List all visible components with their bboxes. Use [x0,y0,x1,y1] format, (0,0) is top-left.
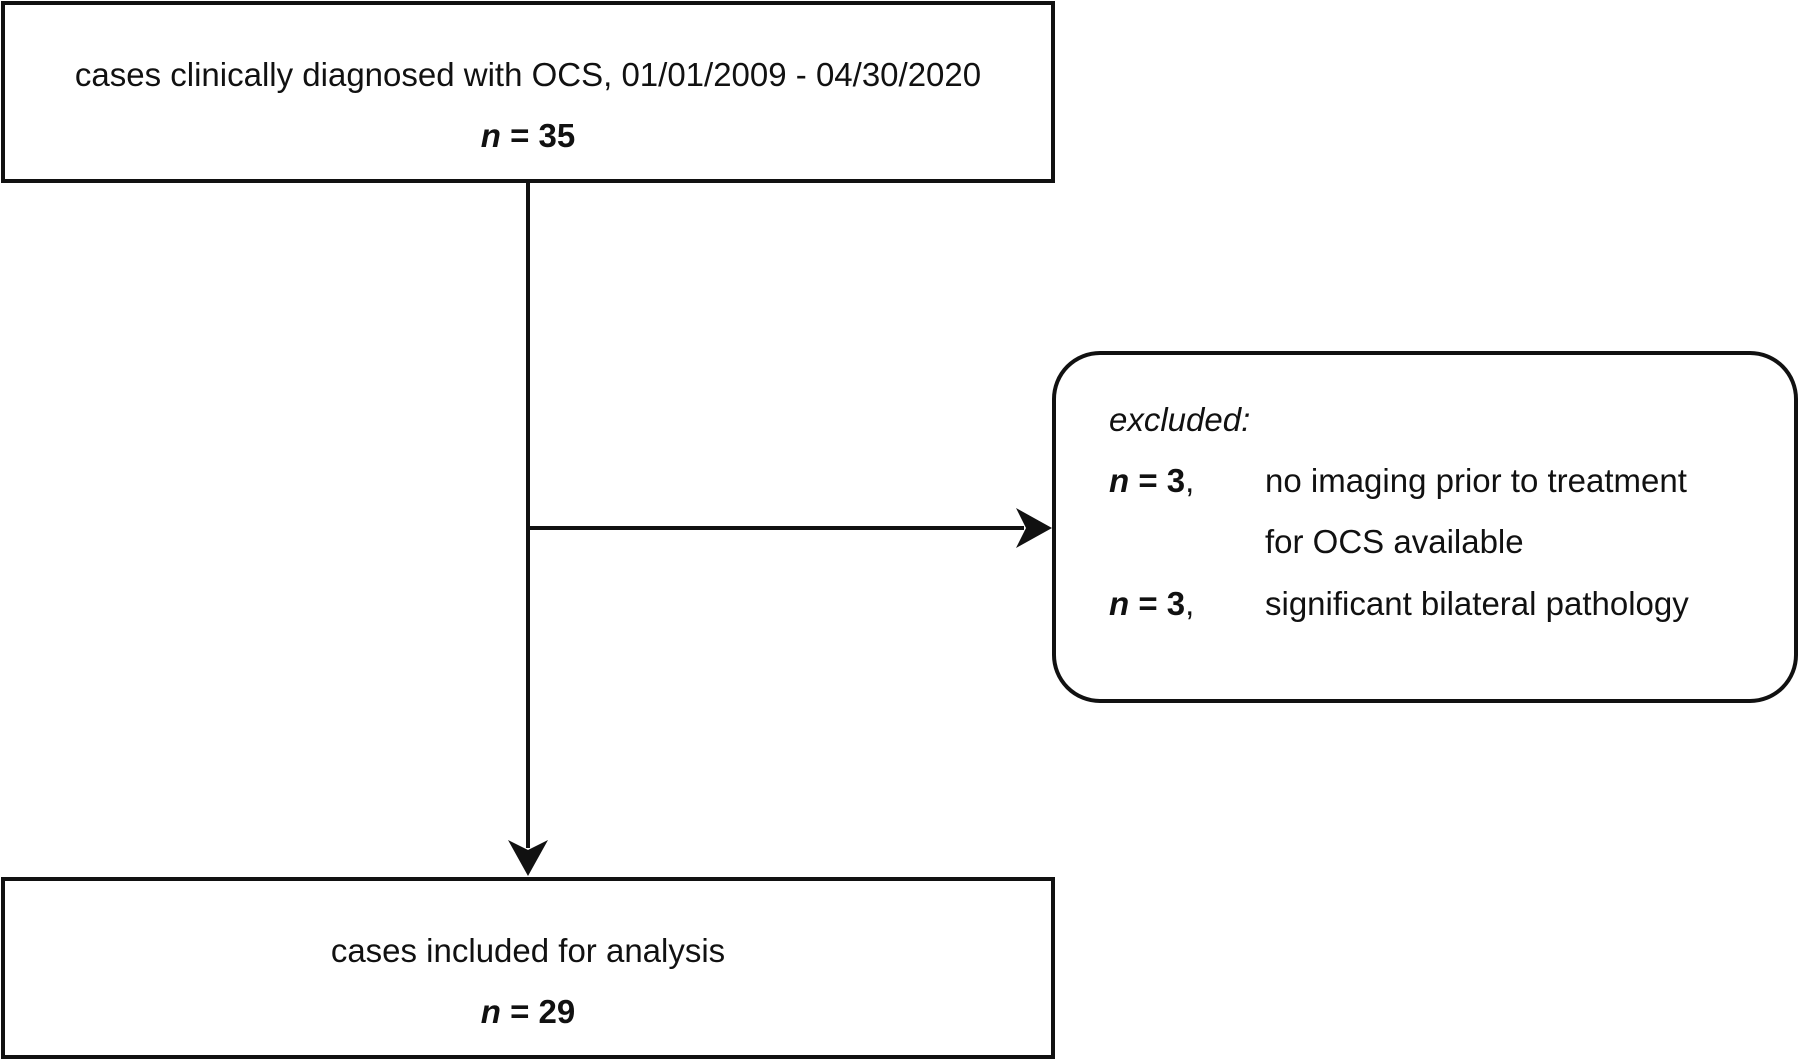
excluded-header: excluded: [1109,401,1251,438]
separator: , [1185,585,1195,622]
n-symbol: n [1109,462,1130,499]
excluded-reason-1-line-2: for OCS available [1265,523,1524,560]
n-symbol: n [480,993,501,1030]
excluded-reason-1-line-1: no imaging prior to treatment [1265,462,1687,499]
count-value: = 35 [500,117,576,154]
count-value: = 3 [1129,462,1186,499]
excluded-count-1: n = 3, [1109,461,1194,501]
separator: , [1185,462,1195,499]
included-box: cases included for analysis n = 29 [1,877,1055,1059]
count-value: = 29 [500,993,576,1030]
arrowhead-right [1016,508,1052,548]
arrowhead-down [508,840,548,876]
cohort-label: cases clinically diagnosed with OCS, 01/… [74,56,982,93]
cohort-box: cases clinically diagnosed with OCS, 01/… [1,1,1055,183]
n-symbol: n [480,117,501,154]
count-value: = 3 [1129,585,1186,622]
n-symbol: n [1109,585,1130,622]
excluded-count-2: n = 3, [1109,584,1194,624]
included-label: cases included for analysis [330,932,726,969]
excluded-reason-2-line-1: significant bilateral pathology [1265,585,1689,622]
excluded-box: excluded: n = 3, no imaging prior to tre… [1052,351,1798,703]
included-count: n = 29 [5,992,1051,1032]
cohort-count: n = 35 [5,116,1051,156]
